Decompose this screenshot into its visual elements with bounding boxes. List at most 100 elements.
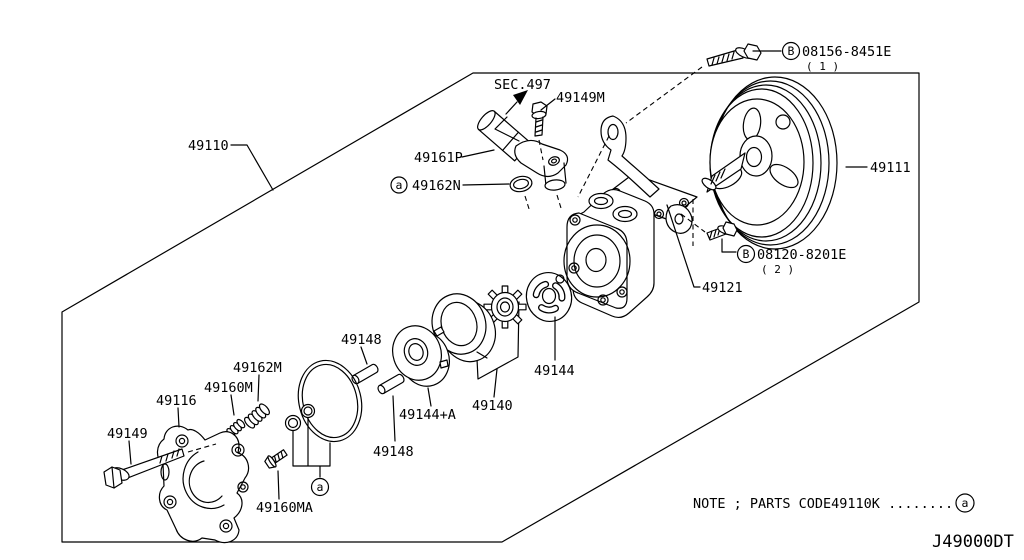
label-pulley-bolt-symbol: B [788, 44, 795, 58]
pump-rotor-vanes [483, 285, 527, 329]
label-49144: 49144 [534, 363, 575, 379]
large-oring [297, 359, 363, 443]
pump-port [588, 192, 614, 210]
cover-bolt-hole [163, 495, 177, 509]
pulley-hole [775, 114, 791, 130]
suction-connector-49161P [477, 110, 569, 191]
cam-ring-49140 [431, 293, 497, 363]
plate-notch [439, 359, 449, 369]
pulley-bolt [706, 43, 762, 67]
bracket-lower-ear [665, 204, 693, 234]
cam-ring-kit-boundary [476, 301, 520, 380]
label-49111: 49111 [870, 160, 911, 176]
leader-49140 [493, 368, 498, 398]
small-orings-group: a [284, 403, 331, 497]
cover-body [156, 425, 250, 544]
rotor-body [490, 291, 520, 323]
shaft-splines [710, 168, 726, 185]
dowel-pin-upper [351, 363, 379, 385]
cover-bolt-hole [219, 519, 233, 533]
label-49116: 49116 [156, 393, 197, 409]
circled-b-symbol [781, 41, 801, 61]
bolt-head [722, 221, 738, 237]
pump-ear-hole [568, 262, 580, 274]
cover-bolt-hole [175, 434, 189, 448]
leader-49160M [230, 394, 235, 416]
label-49162N-symbol: a [396, 178, 403, 192]
arrow-zigzag [494, 116, 520, 142]
pump-ear-hole [569, 214, 581, 226]
note-text: NOTE ; PARTS CODE49110K ........ [693, 496, 953, 512]
leader-49149 [128, 440, 132, 465]
pump-front-plate [566, 212, 628, 309]
note-symbol-letter: a [962, 496, 969, 510]
label-sec497: SEC.497 [494, 77, 551, 93]
pump-ear-hole [616, 286, 628, 298]
bracket-ear-hole [674, 213, 684, 225]
connector-port [543, 162, 567, 187]
label-49148-lower: 49148 [373, 444, 414, 460]
leader-bracket-bolt [721, 238, 737, 253]
bolt-threads [535, 119, 543, 133]
oring-callout-lines [292, 417, 331, 478]
pump-bore-boss [563, 224, 631, 298]
leader-49144A [427, 387, 432, 407]
arrow-head [513, 90, 528, 105]
pump-ear-hole [597, 294, 609, 306]
pump-housing [563, 188, 655, 319]
label-49162M: 49162M [233, 360, 282, 376]
label-bracket-bolt: 08120-8201E [757, 247, 846, 263]
label-bracket-bolt-symbol: B [743, 247, 750, 261]
label-49148-upper: 49148 [341, 332, 382, 348]
label-pulley-bolt: 08156-8451E [802, 44, 891, 60]
cover-cavity-arc [182, 451, 225, 510]
pressure-plate-49144 [525, 271, 573, 323]
label-49110: 49110 [188, 138, 229, 154]
pulley-49111 [701, 76, 838, 250]
circled-a-symbol [310, 477, 330, 497]
connector-ear-hole [548, 156, 560, 166]
bolt-threads [711, 51, 735, 66]
leader-49121 [666, 204, 701, 288]
circled-a-symbol [955, 493, 975, 513]
assembly-boundary-box [61, 72, 920, 543]
suction-oring-49162N [509, 175, 533, 193]
flow-spring-49162M [244, 403, 270, 429]
pump-shaft-bore [585, 247, 607, 273]
cover-bolt-hole [231, 443, 245, 457]
circled-a-symbol [390, 176, 408, 194]
pulley-shaft [706, 152, 746, 193]
label-49149: 49149 [107, 426, 148, 442]
label-49121: 49121 [702, 280, 743, 296]
bracket-strap [600, 115, 660, 198]
label-49162N: 49162N [412, 178, 461, 194]
connector-bolt-49149M [531, 101, 548, 137]
pump-port [612, 205, 638, 223]
label-bracket-bolt-qty: ( 2 ) [761, 263, 794, 276]
assembly-dashed-lines [187, 66, 706, 453]
connector-flange [514, 139, 569, 178]
cover-bolt-hole [237, 481, 249, 493]
leader-49110 [230, 144, 274, 191]
label-49149M: 49149M [556, 90, 605, 106]
connector-screw-49160MA [264, 449, 288, 469]
leader-49162M [257, 374, 260, 402]
leader-49161P [461, 149, 495, 158]
rear-cover-49116 [156, 425, 250, 544]
bolt-head [743, 43, 762, 61]
small-oring [284, 414, 302, 432]
pulley-slot [769, 163, 799, 189]
circled-b-symbol [736, 244, 756, 264]
leader-49149M [540, 98, 556, 111]
leader-49116 [177, 407, 180, 428]
bracket-bolt [706, 221, 738, 241]
leader-49162N [462, 183, 510, 186]
oring-set-symbol-letter: a [317, 480, 324, 494]
label-49160M: 49160M [204, 380, 253, 396]
leader-49160MA [277, 470, 280, 500]
leader-lines [128, 50, 868, 500]
leader-49148-upper [360, 346, 368, 365]
label-49144A: 49144+A [399, 407, 456, 423]
